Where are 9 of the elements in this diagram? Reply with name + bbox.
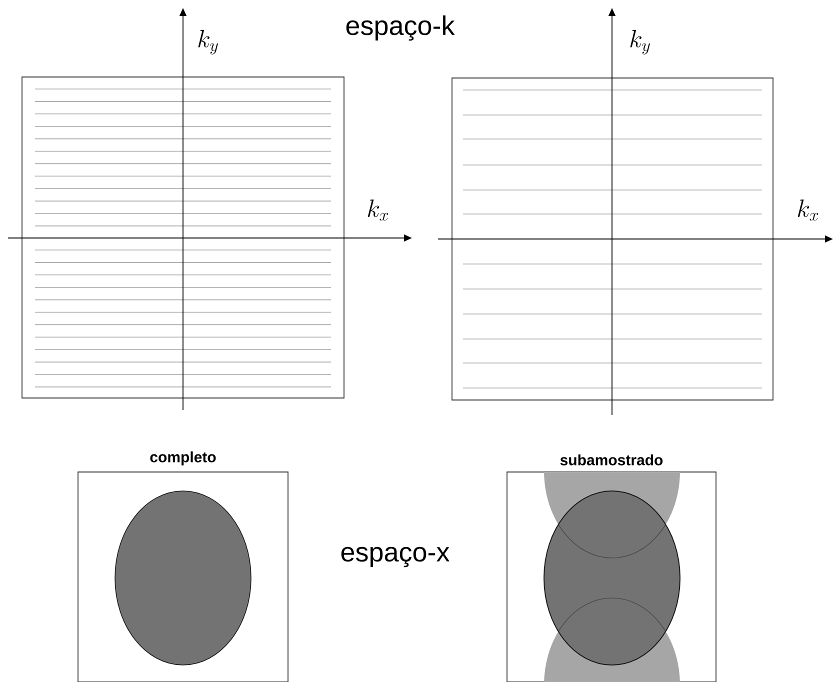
axis-label: $k_y$ bbox=[630, 30, 650, 54]
axis-label: $k_y$ bbox=[198, 30, 218, 54]
axis-label: $k_x$ bbox=[368, 200, 388, 221]
node-label: subamostrado bbox=[560, 454, 663, 466]
section-title: espaço-k bbox=[346, 15, 455, 41]
node-label: completo bbox=[150, 451, 216, 466]
section-title: espaço-x bbox=[341, 546, 450, 568]
image-panel: completo bbox=[78, 451, 288, 682]
axis-label: $k_x$ bbox=[798, 200, 818, 221]
